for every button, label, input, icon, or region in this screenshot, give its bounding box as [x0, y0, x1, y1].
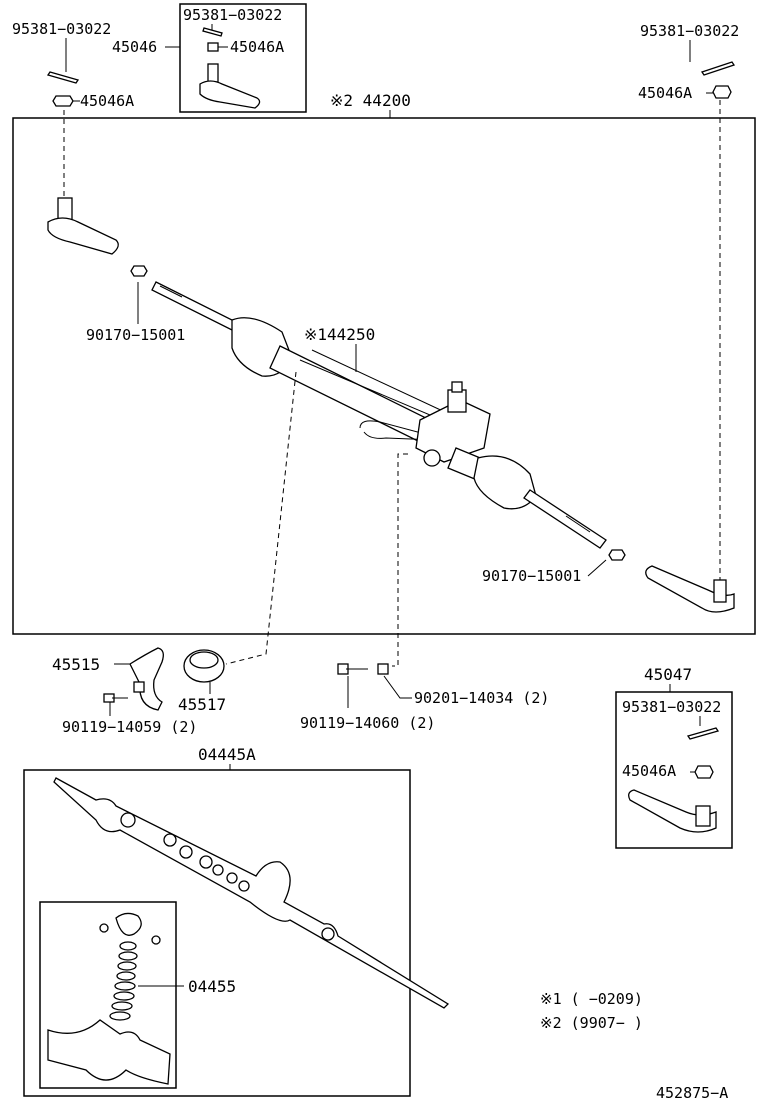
tie-rod-end-left-box: [179, 3, 307, 113]
label-tie-rod-end-right: 45047: [644, 665, 692, 684]
note-2: ※2 (9907− ): [540, 1014, 643, 1032]
label-gasket-kit: 04445A: [198, 745, 256, 764]
seal-kit-parts: [47, 912, 171, 1085]
gasket-kit-rack-outline: [53, 777, 450, 1009]
cotter-pin-top-right: [700, 61, 736, 76]
label-bracket: 45515: [52, 655, 100, 674]
nut-inner-left: [130, 265, 148, 277]
callout-group-tie-rod-end-left: 95381−03022 45046A 45046 95381−03022 450…: [12, 3, 307, 113]
tie-rod-end-in-box: [199, 63, 261, 109]
grommet-45517: [183, 649, 225, 683]
cotter-pin-bottom-right: [686, 727, 720, 740]
label-main-assembly: ※2 44200: [330, 91, 411, 110]
label-clip-bottom-right: 95381−03022: [622, 698, 721, 716]
label-nut-inner-right: 90170−15001: [482, 567, 581, 585]
castle-nut-top-left: [52, 95, 74, 107]
note-1: ※1 ( −0209): [540, 990, 643, 1008]
castle-nut-bottom-right: [694, 765, 714, 779]
label-seal-kit: 04455: [188, 977, 236, 996]
label-nut-bottom-right: 45046A: [622, 762, 676, 780]
label-nut-top-left: 45046A: [80, 92, 134, 110]
tie-rod-end-right-main: [645, 565, 735, 613]
bolt-left: [103, 693, 128, 703]
label-nut-top-right: 45046A: [638, 84, 692, 102]
tie-rod-end-left-main: [47, 197, 119, 255]
main-assembly-box: [12, 117, 756, 635]
nut-inner-right: [608, 549, 626, 561]
label-nut-mid: 90201−14034 (2): [414, 689, 549, 707]
label-clip-top-right: 95381−03022: [640, 22, 739, 40]
label-gear-housing: ※144250: [304, 325, 375, 344]
bracket-45515: [129, 647, 164, 711]
figure-code: 452875−A: [656, 1084, 728, 1102]
label-bolt-mid: 90119−14060 (2): [300, 714, 435, 732]
label-nut-in-box: 45046A: [230, 38, 284, 56]
tie-rod-end-right-box: [615, 691, 733, 849]
label-nut-inner-left: 90170−15001: [86, 326, 185, 344]
castle-nut-top-right: [712, 85, 732, 99]
label-grommet: 45517: [178, 695, 226, 714]
label-bolt-left: 90119−14059 (2): [62, 718, 197, 736]
cotter-pin-in-box: [202, 27, 223, 37]
steering-rack-assembly: [151, 281, 607, 549]
bolt-mid: [337, 663, 368, 675]
callout-group-top-right: 95381−03022 45046A: [638, 22, 739, 102]
label-clip-in-box: 95381−03022: [183, 6, 282, 24]
cotter-pin-top-left: [46, 71, 80, 84]
tie-rod-end-right-in-box: [628, 789, 717, 833]
seal-kit-box: [39, 901, 177, 1089]
label-tie-rod-end-left: 45046: [112, 38, 157, 56]
label-clip-top-left: 95381−03022: [12, 20, 111, 38]
nut-mid: [377, 663, 389, 675]
castle-nut-in-box: [207, 42, 219, 52]
gasket-kit-box: [23, 769, 411, 1097]
